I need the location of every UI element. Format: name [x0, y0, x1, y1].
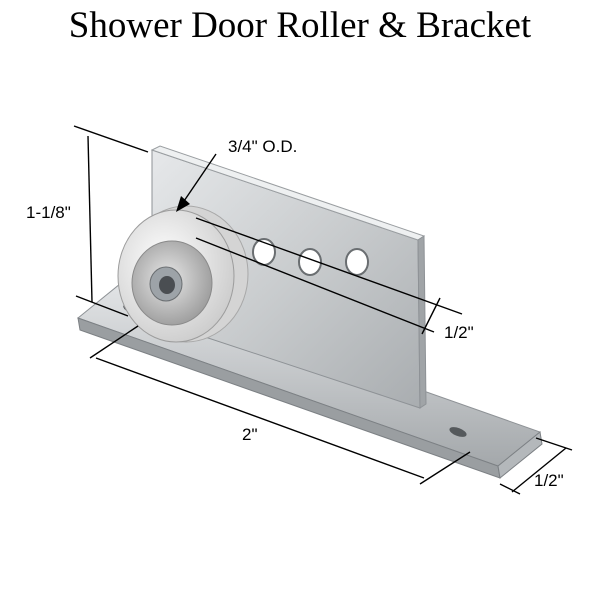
dimension-length: 2"	[242, 425, 258, 444]
adjustment-hole-3	[345, 248, 369, 276]
mounting-slot-right	[449, 427, 467, 437]
od-arrow-head	[176, 196, 190, 212]
page-title: Shower Door Roller & Bracket	[68, 5, 532, 46]
dimension-lines	[73, 125, 573, 495]
dimension-width: 1/2"	[534, 471, 564, 490]
adjustment-hole-2	[298, 248, 322, 276]
axle-bore	[159, 276, 175, 294]
roller-wheel	[117, 205, 249, 343]
dimension-hole-spacing: 1/2"	[444, 323, 474, 342]
dimension-outer-diameter: 3/4" O.D.	[228, 137, 297, 156]
dimension-height: 1-1/8"	[26, 203, 71, 222]
